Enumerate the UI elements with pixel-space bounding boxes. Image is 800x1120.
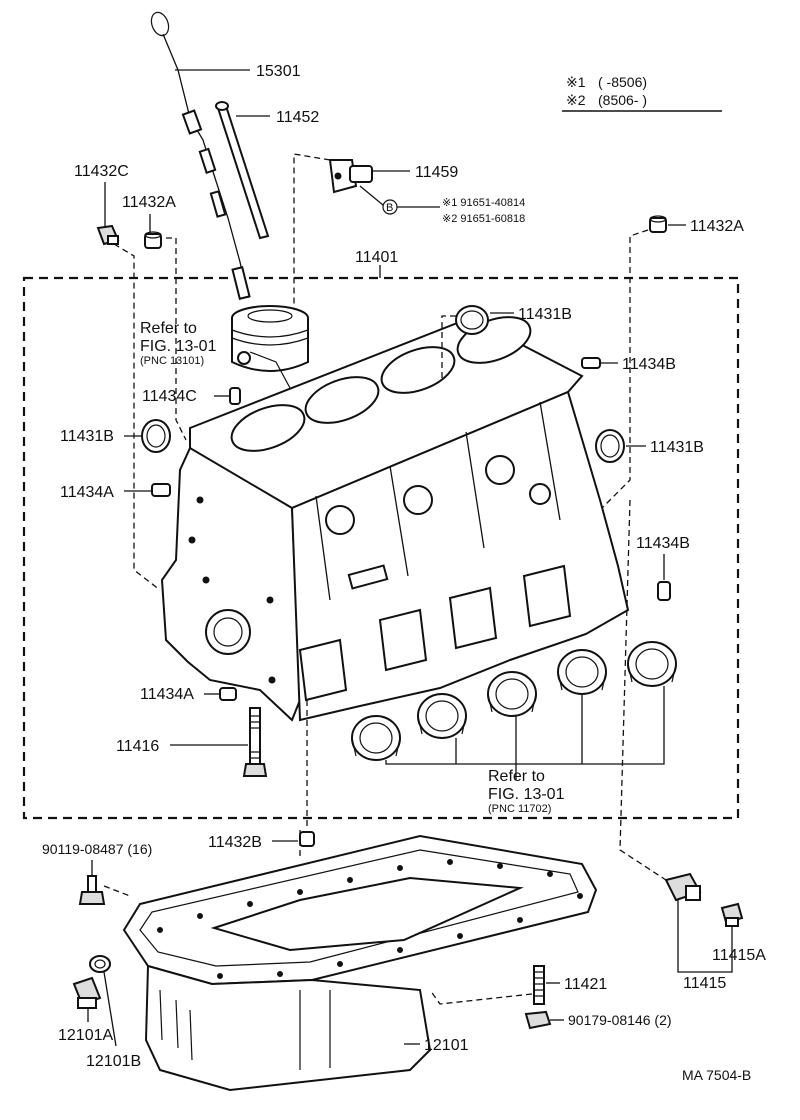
label-11432C[interactable]: 11432C — [74, 163, 129, 180]
label-15301[interactable]: 15301 — [256, 63, 301, 80]
dashed-11421 — [429, 989, 533, 1005]
pin-11434B-right — [657, 581, 671, 601]
pin-11434B-top — [581, 357, 601, 369]
label-11434A-lower[interactable]: 11434A — [140, 686, 194, 703]
dashed-11415 — [619, 499, 667, 881]
ref-piston-line-1: Refer to — [140, 320, 197, 337]
label-11431B-left[interactable]: 11431B — [60, 428, 114, 445]
plug-11431B-top — [455, 305, 489, 335]
bearing-bracket-leader — [385, 686, 665, 780]
bracket-dashed-guide — [293, 153, 331, 330]
dashed-11432C — [113, 243, 161, 591]
label-11434A-upper[interactable]: 11434A — [60, 484, 114, 501]
label-11431B-top[interactable]: 11431B — [518, 306, 572, 323]
label-11434C[interactable]: 11434C — [142, 388, 197, 405]
footnote-mark-2: ※2 — [566, 92, 586, 108]
label-11432B[interactable]: 11432B — [208, 834, 262, 851]
dashed-90119 — [103, 885, 131, 897]
bolt-spec-line-1[interactable]: ※1 91651-40814 — [442, 197, 525, 209]
plug-11431B-right — [595, 429, 625, 463]
dashed-11432A-right — [599, 229, 649, 511]
ref-piston-pnc: (PNC 13101) — [140, 355, 204, 367]
footnote-mark-1: ※1 — [566, 74, 586, 90]
label-11421[interactable]: 11421 — [564, 976, 607, 993]
gasket-12101B — [89, 955, 111, 973]
footnote-range-1: ( -8506) — [598, 74, 647, 90]
plug-11432C — [96, 224, 120, 246]
label-12101A[interactable]: 12101A — [58, 1027, 113, 1044]
ref-piston-line-2: FIG. 13-01 — [140, 338, 217, 355]
label-11459[interactable]: 11459 — [415, 164, 458, 181]
label-11401[interactable]: 11401 — [355, 249, 398, 266]
label-90179[interactable]: 90179-08146 (2) — [568, 1012, 672, 1028]
pin-11434A-upper — [151, 483, 171, 497]
drain-plug-11415A — [720, 902, 744, 927]
stud-11416 — [242, 707, 268, 777]
cylinder-block — [160, 316, 630, 722]
label-12101B[interactable]: 12101B — [86, 1053, 141, 1070]
ref-bearing-pnc: (PNC 11702) — [488, 803, 551, 815]
drain-plug-12101A — [72, 976, 102, 1009]
guide-bracket — [328, 159, 373, 194]
plug-11431B-left — [141, 419, 171, 453]
oil-level-gauge — [150, 11, 251, 300]
label-90119[interactable]: 90119-08487 (16) — [42, 841, 152, 857]
label-11452[interactable]: 11452 — [276, 109, 319, 126]
cylinder-block-boundary — [22, 276, 740, 820]
plug-11432A-right — [649, 215, 667, 233]
bolt-spec-line-2[interactable]: ※2 91651-60818 — [442, 213, 525, 225]
leader-11415-group — [677, 900, 733, 973]
pin-11434C — [229, 387, 241, 405]
dashed-11432A-left — [166, 237, 187, 441]
drawing-code: MA 7504-B — [682, 1067, 751, 1083]
label-11416[interactable]: 11416 — [116, 738, 159, 755]
main-bearing-set — [351, 641, 677, 761]
label-11434B-top[interactable]: 11434B — [622, 356, 676, 373]
bolt-badge: B — [386, 202, 393, 214]
leader-bolt-b — [359, 185, 384, 206]
label-12101[interactable]: 12101 — [424, 1037, 469, 1054]
leader-12101B — [103, 971, 117, 1047]
bolt-90119 — [78, 875, 106, 905]
production-date-footnote: ※1 ( -8506) ※2 (8506- ) — [562, 74, 722, 112]
ref-bearing-line-1: Refer to — [488, 768, 545, 785]
label-11434B-right[interactable]: 11434B — [636, 535, 690, 552]
oil-pan — [122, 834, 598, 1092]
label-11431B-right[interactable]: 11431B — [650, 439, 704, 456]
nut-90179 — [524, 1010, 552, 1030]
label-11432A-left[interactable]: 11432A — [122, 194, 176, 211]
pin-11434A-lower — [219, 687, 237, 701]
piston-reference — [231, 305, 309, 389]
dashed-11431B-top — [441, 315, 456, 380]
footnote-range-2: (8506- ) — [598, 92, 647, 108]
stud-11421 — [533, 965, 545, 1005]
label-11415A[interactable]: 11415A — [712, 947, 766, 964]
label-11415[interactable]: 11415 — [683, 975, 726, 992]
plug-11432B — [299, 831, 315, 847]
drain-cock-11415 — [664, 872, 702, 902]
label-11432A-right[interactable]: 11432A — [690, 218, 744, 235]
plug-11432A-left — [144, 231, 162, 249]
ref-bearing-line-2: FIG. 13-01 — [488, 786, 565, 803]
oil-level-gauge-guide — [215, 101, 270, 240]
